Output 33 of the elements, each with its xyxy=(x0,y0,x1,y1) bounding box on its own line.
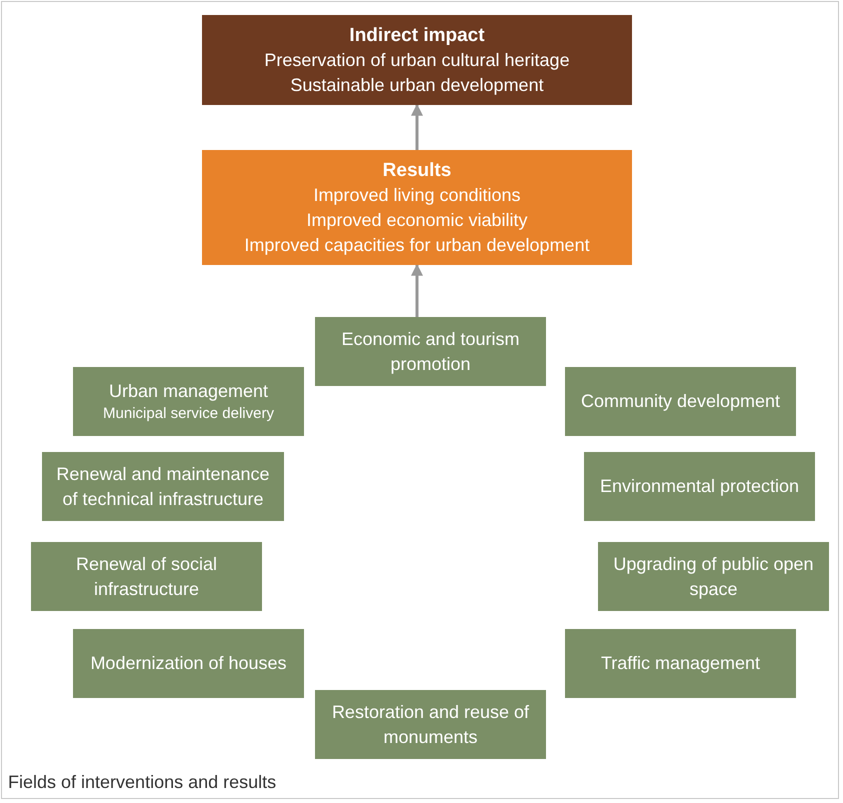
box-text: Modernization of houses xyxy=(90,652,287,675)
field-box xyxy=(598,542,829,611)
arrow xyxy=(411,264,423,317)
box-text: Municipal service delivery xyxy=(103,404,274,424)
field-box xyxy=(565,629,796,698)
box-text: Renewal of social infrastructure xyxy=(74,552,218,600)
box-text: Economic and tourism promotion xyxy=(340,328,521,376)
box-text: Sustainable urban development xyxy=(290,74,544,97)
box-text: Upgrading of public open space xyxy=(612,552,815,601)
box-text: Renewal and maintenance of technical infrastructure xyxy=(55,462,271,510)
box-heading: Results xyxy=(382,158,452,182)
field-box xyxy=(73,629,304,698)
field-box xyxy=(73,367,304,436)
box-text: Restoration and reuse of monuments xyxy=(330,700,530,748)
box-text: Urban management xyxy=(108,380,268,403)
box-text: Traffic management xyxy=(600,652,760,675)
box-text: Community development xyxy=(580,390,780,413)
field-box xyxy=(565,367,796,436)
field-box xyxy=(584,452,815,521)
field-box xyxy=(42,452,284,521)
caption: Fields of interventions and results xyxy=(8,772,276,793)
box-heading: Indirect impact xyxy=(349,24,485,48)
field-box xyxy=(315,690,546,759)
box-text: Improved economic viability xyxy=(306,208,528,232)
impact-box xyxy=(202,15,632,105)
field-box xyxy=(31,542,262,611)
box-text: Improved capacities for urban development xyxy=(244,234,590,257)
arrow xyxy=(411,104,423,150)
box-text: Environmental protection xyxy=(600,475,800,498)
box-text: Preservation of urban cultural heritage xyxy=(264,48,570,72)
box-text: Improved living conditions xyxy=(313,184,521,207)
results-box xyxy=(202,150,632,265)
field-box xyxy=(315,317,546,386)
